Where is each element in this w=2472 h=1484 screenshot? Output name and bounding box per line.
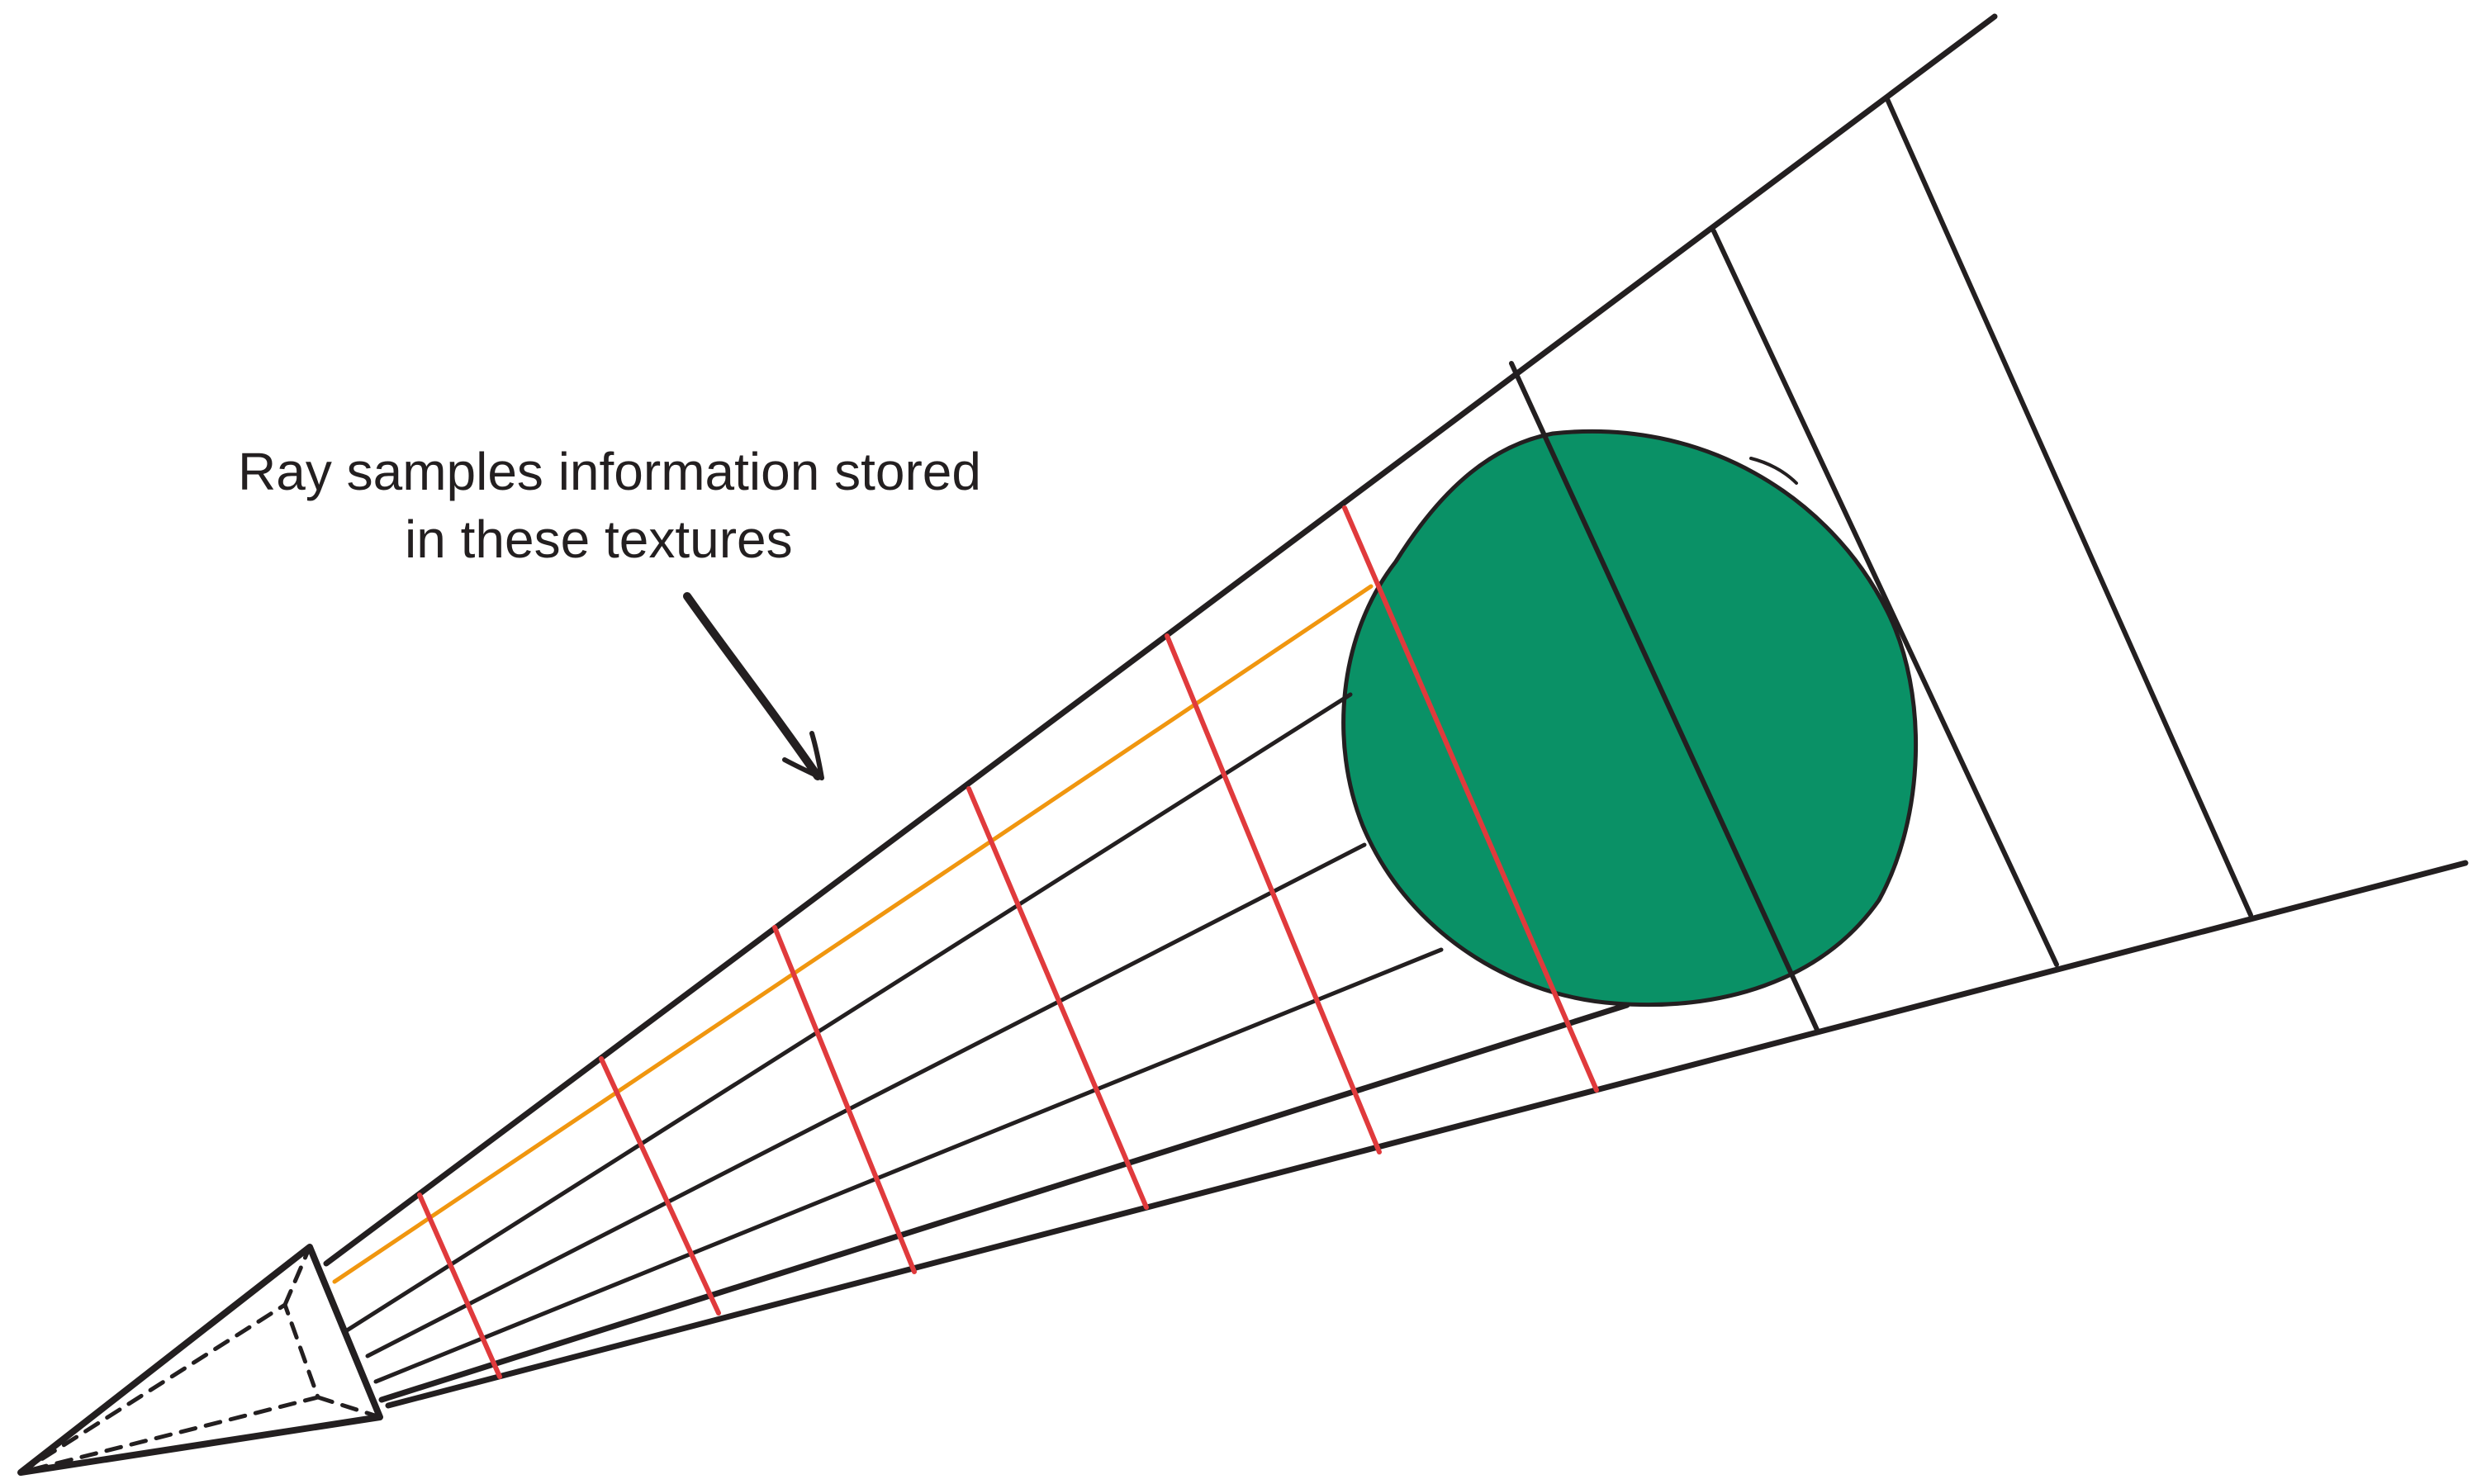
annotation-line-2: in these textures — [405, 510, 793, 569]
annotation-arrow — [683, 592, 824, 780]
texture-slice — [417, 1192, 502, 1379]
texture-slice — [966, 786, 1149, 1210]
annotation-line-1: Ray samples information stored — [238, 442, 981, 501]
texture-slice-far — [1509, 361, 1820, 1032]
sphere-edge-stroke — [1749, 457, 1798, 485]
camera-frustum-icon — [17, 1244, 383, 1476]
ray — [373, 947, 1444, 1384]
ray — [344, 692, 1353, 1333]
ray — [378, 1002, 1630, 1403]
texture-slice — [772, 925, 917, 1274]
texture-slice — [1342, 505, 1599, 1093]
texture-slice-far — [1711, 229, 2059, 967]
texture-slice-far — [1885, 97, 2253, 917]
ray — [365, 842, 1367, 1358]
frustum-bottom-edge — [385, 860, 2469, 1409]
texture-slice — [1165, 633, 1382, 1154]
scene-object-sphere — [1341, 429, 1919, 1008]
frustum-top-edge — [323, 13, 1998, 1267]
highlighted-ray — [332, 584, 1374, 1284]
texture-slice — [599, 1056, 721, 1316]
